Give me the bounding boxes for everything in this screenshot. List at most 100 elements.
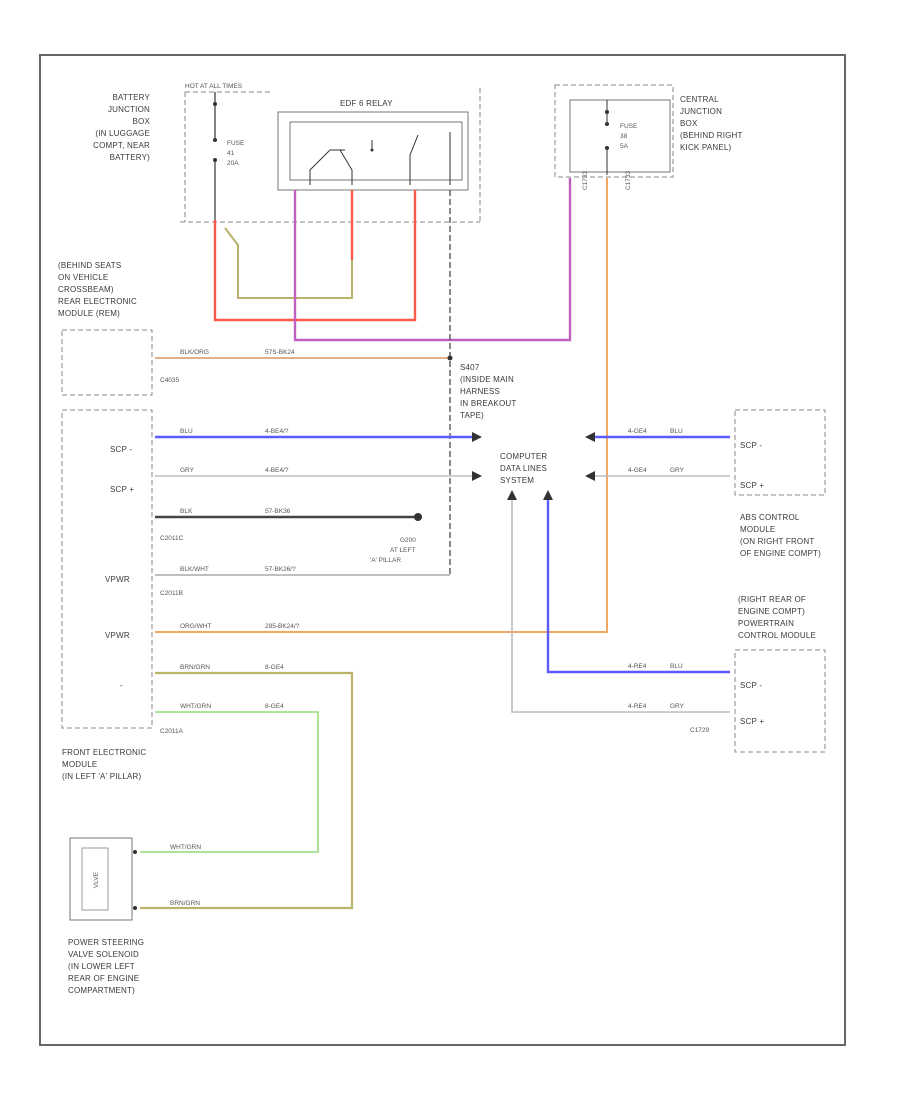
rear-electronic-module: (BEHIND SEATS ON VEHICLE CROSSBEAM) REAR… [58,261,180,396]
svg-text:8-GE4: 8-GE4 [265,664,284,671]
svg-text:57-BK26/?: 57-BK26/? [265,566,296,573]
wire-pcm-minus [546,498,730,674]
svg-text:COMPARTMENT): COMPARTMENT) [68,986,135,995]
svg-text:KICK PANEL): KICK PANEL) [680,143,732,152]
svg-text:4-RE4: 4-RE4 [628,663,647,670]
svg-text:C4035: C4035 [160,377,180,384]
svg-text:ENGINE COMPT): ENGINE COMPT) [738,607,805,616]
svg-text:HARNESS: HARNESS [460,387,500,396]
svg-text:C1733: C1733 [582,170,589,190]
svg-text:C2011C: C2011C [160,535,184,542]
svg-text:(BEHIND RIGHT: (BEHIND RIGHT [680,131,743,140]
svg-text:COMPT, NEAR: COMPT, NEAR [93,141,150,150]
svg-text:FRONT ELECTRONIC: FRONT ELECTRONIC [62,748,146,757]
svg-text:GRY: GRY [180,467,195,474]
svg-text:GRY: GRY [670,703,685,710]
svg-text:BLU: BLU [180,428,193,435]
wire-olive [224,227,353,299]
svg-text:C1733: C1733 [625,170,632,190]
svg-text:BLK: BLK [180,508,193,515]
svg-text:BLU: BLU [670,663,683,670]
svg-text:57S-BK24: 57S-BK24 [265,349,295,356]
svg-text:(INSIDE MAIN: (INSIDE MAIN [460,375,514,384]
hot-label: HOT AT ALL TIMES [185,83,243,90]
svg-text:JUNCTION: JUNCTION [108,105,150,114]
svg-text:FUSE: FUSE [227,140,245,147]
svg-text:BLK/WHT: BLK/WHT [180,566,209,573]
svg-text:(IN LOWER LEFT: (IN LOWER LEFT [68,962,135,971]
svg-text:SCP -: SCP - [740,441,762,450]
svg-text:-: - [120,681,123,690]
svg-text:TAPE): TAPE) [460,411,484,420]
svg-text:4-BE4/?: 4-BE4/? [265,428,289,435]
svg-text:BATTERY: BATTERY [112,93,150,102]
svg-text:EDF 6 RELAY: EDF 6 RELAY [340,99,393,108]
svg-text:SCP -: SCP - [110,445,132,454]
svg-text:POWER STEERING: POWER STEERING [68,938,144,947]
svg-text:4-RE4: 4-RE4 [628,703,647,710]
svg-text:REAR OF ENGINE: REAR OF ENGINE [68,974,139,983]
ground-g200: G200 AT LEFT 'A' PILLAR [370,537,416,564]
battery-junction-box: BATTERY JUNCTION BOX (IN LUGGAGE COMPT, … [93,93,150,162]
abs-control-module: SCP - SCP + ABS CONTROL MODULE (ON RIGHT… [734,409,826,558]
svg-text:BLU: BLU [670,428,683,435]
svg-text:BOX: BOX [680,119,698,128]
svg-text:BATTERY): BATTERY) [110,153,151,162]
svg-text:BOX: BOX [133,117,151,126]
wire-pcm-plus [511,498,730,713]
svg-text:C1729: C1729 [690,727,710,734]
svg-text:SCP +: SCP + [740,717,764,726]
computer-data-lines: COMPUTER DATA LINES SYSTEM [500,452,547,485]
svg-text:5A: 5A [620,143,629,150]
svg-text:SCP -: SCP - [740,681,762,690]
svg-text:SCP +: SCP + [740,481,764,490]
svg-text:ORG/WHT: ORG/WHT [180,623,211,630]
wire-magenta [293,178,572,342]
svg-text:(IN LUGGAGE: (IN LUGGAGE [95,129,150,138]
svg-text:C2011B: C2011B [160,590,183,597]
svg-text:REAR ELECTRONIC: REAR ELECTRONIC [58,297,137,306]
svg-text:S407: S407 [460,363,480,372]
svg-text:4-GE4: 4-GE4 [628,467,647,474]
svg-text:C2011A: C2011A [160,728,184,735]
svg-text:(IN LEFT 'A' PILLAR): (IN LEFT 'A' PILLAR) [62,772,142,781]
svg-text:(RIGHT REAR OF: (RIGHT REAR OF [738,595,806,604]
svg-text:BRN/GRN: BRN/GRN [170,900,200,907]
svg-text:41: 41 [227,150,235,157]
svg-text:CONTROL MODULE: CONTROL MODULE [738,631,816,640]
svg-text:DATA LINES: DATA LINES [500,464,547,473]
diagram-frame [39,54,846,1046]
central-junction-box: CENTRAL JUNCTION BOX (BEHIND RIGHT KICK … [554,84,743,190]
svg-text:57-BK36: 57-BK36 [265,508,291,515]
svg-text:VLVE: VLVE [93,871,100,888]
wire-orange-main [155,178,608,633]
svg-text:G200: G200 [400,537,416,544]
fuse-41: FUSE 41 20A [213,92,245,220]
wire-red [213,190,417,322]
svg-text:COMPUTER: COMPUTER [500,452,547,461]
svg-text:MODULE: MODULE [62,760,97,769]
svg-text:OF ENGINE COMPT): OF ENGINE COMPT) [740,549,821,558]
svg-text:4-BE4/?: 4-BE4/? [265,467,289,474]
svg-text:VPWR: VPWR [105,575,130,584]
svg-text:FUSE: FUSE [620,123,638,130]
wire-ps-green [140,711,319,853]
svg-text:4-GE4: 4-GE4 [628,428,647,435]
svg-text:38: 38 [620,133,628,140]
svg-text:POWERTRAIN: POWERTRAIN [738,619,794,628]
svg-text:(ON RIGHT FRONT: (ON RIGHT FRONT [740,537,814,546]
svg-text:WHT/GRN: WHT/GRN [180,703,211,710]
svg-text:GRY: GRY [670,467,685,474]
svg-text:(BEHIND SEATS: (BEHIND SEATS [58,261,121,270]
svg-text:20A: 20A [227,160,239,167]
svg-text:VALVE SOLENOID: VALVE SOLENOID [68,950,139,959]
svg-text:WHT/GRN: WHT/GRN [170,844,201,851]
svg-text:AT LEFT: AT LEFT [390,547,415,554]
svg-text:MODULE: MODULE [740,525,775,534]
svg-text:CENTRAL: CENTRAL [680,95,719,104]
svg-text:SCP +: SCP + [110,485,134,494]
svg-text:CROSSBEAM): CROSSBEAM) [58,285,114,294]
svg-text:SYSTEM: SYSTEM [500,476,534,485]
svg-text:JUNCTION: JUNCTION [680,107,722,116]
